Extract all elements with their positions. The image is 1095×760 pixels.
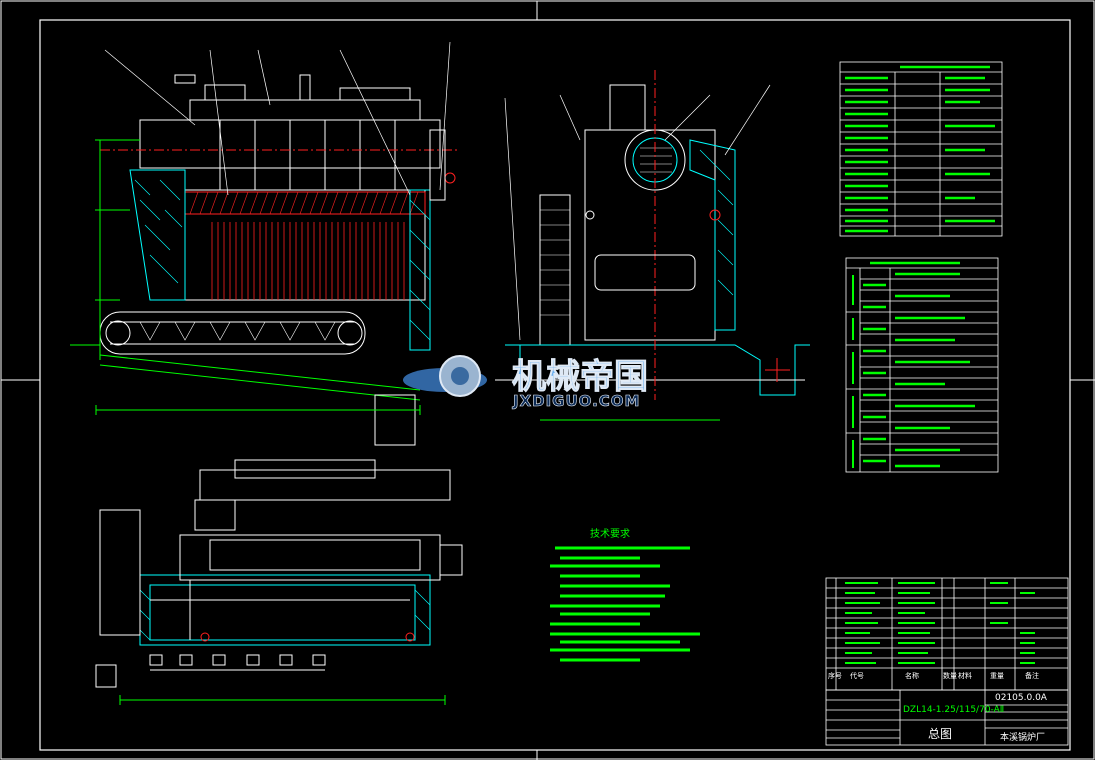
technical-requirements-notes	[550, 546, 700, 662]
drawing-model: DZL14-1.25/115/70-AⅡ	[903, 705, 1004, 715]
bill-of-materials-table	[825, 577, 1069, 691]
boiler-parameter-table	[839, 61, 1003, 237]
side-elevation-view	[495, 70, 810, 421]
bom-header-name: 名称	[905, 671, 919, 680]
bom-header-remark: 备注	[1025, 671, 1039, 680]
bom-header-weight: 重量	[990, 672, 1004, 680]
factory-name: 本溪锅炉厂	[1000, 731, 1045, 743]
bom-header-qty: 数量	[943, 671, 957, 680]
plan-view	[95, 459, 463, 705]
tech-requirements-title: 技术要求	[590, 527, 630, 540]
bom-header-material: 材料	[958, 671, 972, 680]
jxdiguo-watermark-logo: 机械帝国 JXDIGUO.COM	[403, 355, 649, 410]
watermark-en: JXDIGUO.COM	[512, 392, 640, 410]
total-view-label: 总图	[928, 727, 952, 741]
bom-header-code: 代号	[850, 671, 864, 680]
drawing-number: 02105.0.0A	[995, 693, 1048, 703]
title-block	[825, 689, 1069, 746]
front-elevation-view	[70, 41, 460, 446]
watermark-cn: 机械帝国	[512, 357, 648, 397]
bom-header-no: 序号	[828, 671, 842, 680]
auxiliary-equipment-table	[845, 257, 999, 473]
